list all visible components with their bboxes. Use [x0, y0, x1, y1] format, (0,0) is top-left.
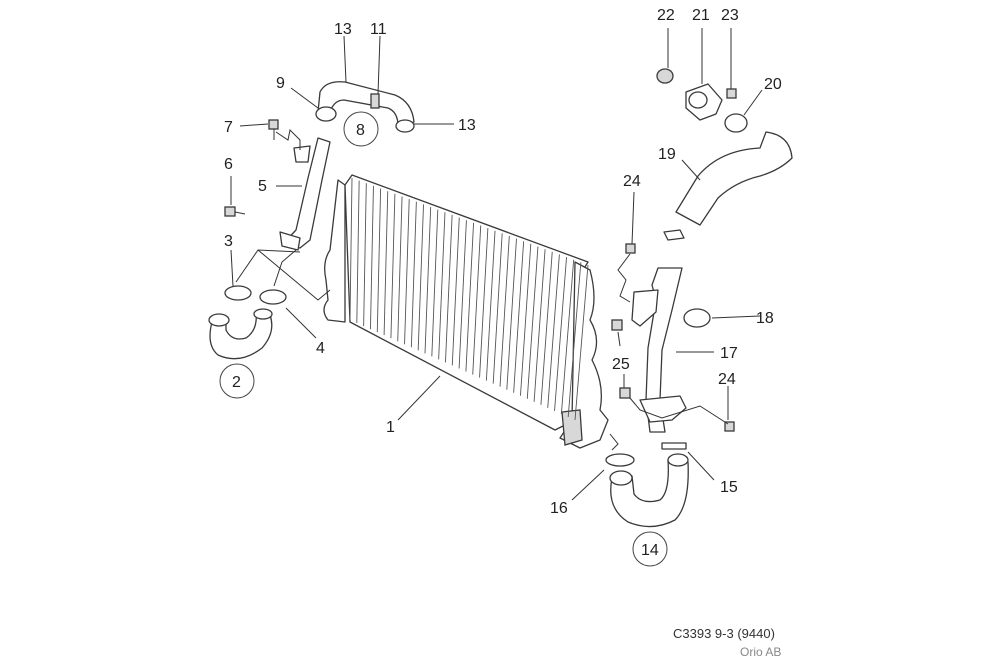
callout-8: 8	[356, 122, 365, 139]
clip-25-lower	[619, 387, 631, 399]
core-fin	[574, 264, 589, 421]
clamp-3	[224, 285, 252, 301]
callout-6: 6	[224, 156, 233, 173]
hose-19	[675, 131, 793, 226]
core-fin	[492, 233, 503, 384]
core-fin	[540, 251, 553, 405]
callout-20: 20	[764, 76, 782, 93]
callout-11: 11	[370, 21, 387, 38]
callout-9: 9	[276, 75, 285, 92]
callout-15: 15	[720, 479, 738, 496]
core-fin	[363, 183, 367, 327]
leader-lines	[230, 28, 763, 501]
intercooler	[323, 174, 609, 449]
clamp-20	[724, 113, 748, 133]
core-fin	[451, 217, 460, 366]
core-fin	[458, 220, 467, 369]
core-fin	[465, 222, 475, 372]
pipe-5	[279, 137, 331, 251]
callout-labels: 1 2 3 4 5 6 7 8 9 11 13 13 14 15 16 17 1…	[224, 7, 782, 559]
core-fin	[567, 262, 582, 418]
callout-13-top: 13	[334, 21, 352, 38]
core-fin	[349, 177, 353, 321]
hose-2	[208, 308, 273, 360]
callout-18: 18	[756, 310, 774, 327]
core-fin	[479, 228, 489, 378]
pipe-17	[631, 267, 687, 433]
core-fin	[485, 230, 496, 381]
core-fin	[410, 201, 417, 348]
core-fin	[431, 209, 439, 357]
callout-14: 14	[641, 542, 659, 559]
clip-25-upper	[611, 319, 623, 331]
core-fin	[560, 259, 575, 414]
callout-25: 25	[612, 356, 630, 373]
callout-13-right: 13	[458, 117, 476, 134]
bolt-24-lower	[724, 421, 735, 432]
core-fin	[383, 191, 389, 336]
callout-23: 23	[721, 7, 739, 24]
seal-22	[656, 68, 674, 84]
callout-22: 22	[657, 7, 675, 24]
core-fin	[356, 180, 360, 324]
core-fin	[397, 196, 403, 342]
core-fin	[417, 204, 424, 351]
callout-19: 19	[658, 146, 676, 163]
company-name: Orio AB	[740, 645, 782, 659]
core-fin	[390, 193, 396, 339]
callout-24-upper: 24	[623, 173, 641, 190]
callout-7: 7	[224, 119, 233, 136]
core-fin	[533, 249, 546, 402]
sensor-housing-21	[685, 83, 723, 121]
core-fin	[554, 257, 567, 411]
hose-8	[315, 81, 415, 133]
core-fin	[520, 243, 532, 396]
bolt-24-upper	[625, 243, 636, 254]
callout-circle-2	[219, 363, 255, 399]
clamp-16	[605, 453, 635, 467]
drawing-code: C3393 9-3 (9440)	[673, 626, 775, 641]
core-fin	[513, 241, 525, 393]
core-fin	[404, 199, 410, 345]
callout-24-lower: 24	[718, 371, 736, 388]
bolt-23	[726, 88, 737, 99]
bolt-7	[268, 119, 279, 140]
callout-circle-8	[343, 111, 379, 147]
callout-circle-14	[632, 531, 668, 567]
core-fin	[370, 185, 374, 330]
clamp-18	[683, 308, 711, 328]
callout-5: 5	[258, 178, 267, 195]
core-fin	[376, 188, 382, 333]
clip-upper	[663, 229, 685, 241]
callout-17: 17	[720, 345, 738, 362]
callout-4: 4	[316, 340, 325, 357]
core-fin	[526, 246, 539, 399]
core-fin	[547, 254, 560, 408]
core-fin	[445, 214, 453, 363]
callout-21: 21	[692, 7, 710, 24]
core-fins	[349, 177, 589, 421]
bolt-15	[661, 442, 687, 450]
hose-14	[609, 453, 689, 528]
core-fin	[424, 206, 432, 354]
core-fin	[472, 225, 482, 375]
bolt-6	[224, 206, 246, 217]
core-fin	[499, 235, 510, 387]
core-fin	[506, 238, 517, 390]
core-fin	[438, 212, 446, 360]
callout-2: 2	[232, 374, 241, 391]
callout-1: 1	[386, 419, 395, 436]
clamp-4	[259, 289, 287, 305]
callout-16: 16	[550, 500, 568, 517]
callout-3: 3	[224, 233, 233, 250]
